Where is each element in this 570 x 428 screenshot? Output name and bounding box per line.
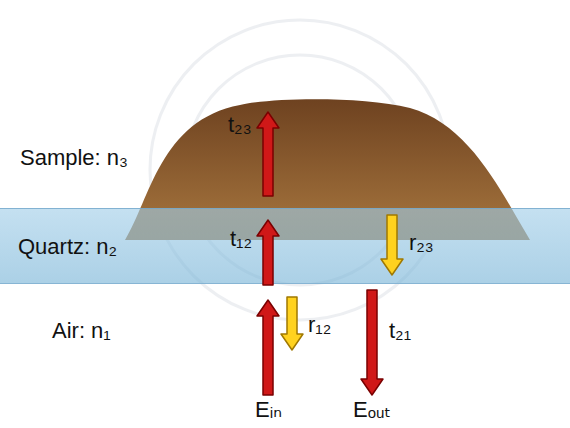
coefficient-label: t₁₂ xyxy=(230,226,252,251)
input-arrow xyxy=(257,300,279,395)
coefficient-label: r₁₂ xyxy=(308,312,331,337)
layer-label: Air: n₁ xyxy=(52,318,111,343)
field-label: Eᵢₙ xyxy=(255,397,282,422)
t21-arrow xyxy=(361,290,383,395)
coefficient-label: t₂₁ xyxy=(389,318,411,343)
field-label: Eₒᵤₜ xyxy=(353,397,391,422)
coefficient-label: t₂₃ xyxy=(228,112,252,137)
layer-label: Quartz: n₂ xyxy=(18,234,117,259)
coefficient-label: r₂₃ xyxy=(409,230,434,255)
quartz-layer: Quartz: n₂ xyxy=(0,208,570,284)
r12-arrow xyxy=(281,297,303,350)
t23-arrow xyxy=(257,112,279,196)
layer-label: Sample: n₃ xyxy=(20,145,128,170)
